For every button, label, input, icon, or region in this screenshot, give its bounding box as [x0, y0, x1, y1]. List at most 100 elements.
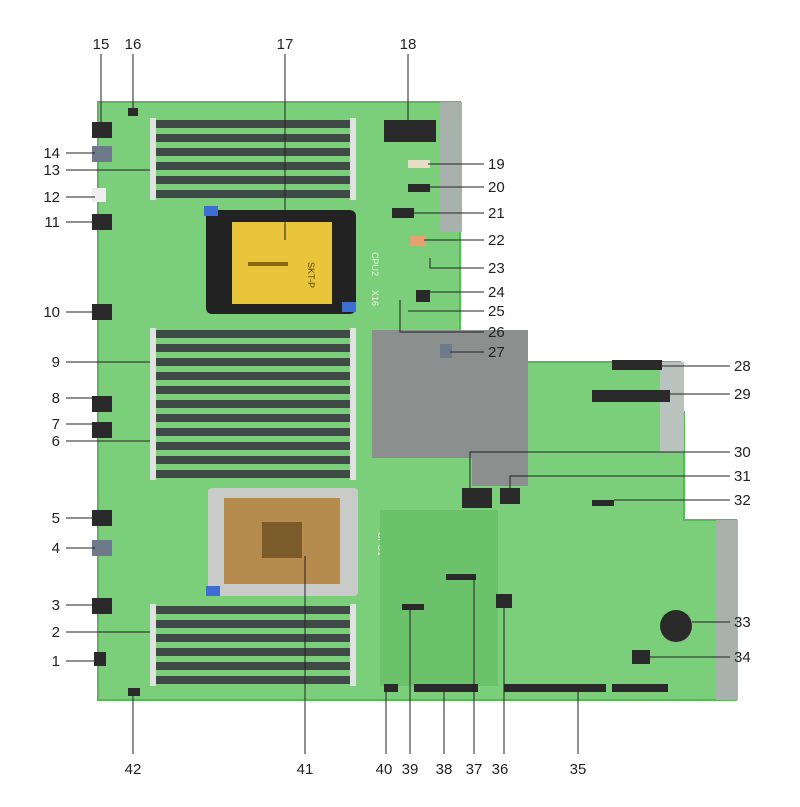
callout-10: 10 [43, 304, 60, 321]
dimm-slot [152, 120, 354, 128]
dimm-slot [152, 400, 354, 408]
dimm-slot [152, 190, 354, 198]
dimm-slot [152, 648, 354, 656]
connector-37 [446, 574, 476, 580]
dimm-slot [152, 456, 354, 464]
callout-12: 12 [43, 189, 60, 206]
dimm-slot [152, 470, 354, 478]
dimm-slot [152, 620, 354, 628]
pcie-slot-35b [612, 684, 668, 692]
board-right-flange [660, 362, 684, 452]
connector-19 [408, 160, 430, 168]
dimm-slot [152, 358, 354, 366]
leader-30 [469, 451, 730, 488]
dimm-latch-strip [150, 328, 156, 480]
dimm-slot [152, 662, 354, 670]
dimm-slot [152, 676, 354, 684]
dimm-slot [152, 442, 354, 450]
pcie-riser-area [380, 510, 498, 686]
callout-32: 32 [734, 492, 751, 509]
dimm-slot [152, 176, 354, 184]
connector-32 [592, 500, 614, 506]
dimm-slot [152, 386, 354, 394]
callout-6: 6 [52, 433, 60, 450]
connector-16 [128, 108, 138, 116]
callout-35: 35 [570, 761, 587, 778]
fan-connector-11 [92, 214, 112, 230]
dimm-slot [152, 148, 354, 156]
connector-34 [632, 650, 650, 664]
cpu1-socket [206, 488, 358, 596]
dimm-latch-strip [350, 604, 356, 686]
pcie-slot-38 [414, 684, 478, 692]
dimm-bank-cpu2-upper [150, 118, 356, 200]
callout-27: 27 [488, 344, 505, 361]
connector-42 [128, 688, 140, 696]
fan-connector-7 [92, 422, 112, 438]
rear-io-bracket [716, 520, 738, 700]
fan-connector-5 [92, 510, 112, 526]
fan-connector-3 [92, 598, 112, 614]
coin-battery-33 [660, 610, 692, 642]
connector-30 [462, 488, 492, 508]
connector-28 [612, 360, 662, 370]
cpu1-blue-tab [206, 586, 220, 596]
callout-16: 16 [125, 36, 142, 53]
callout-39: 39 [402, 761, 419, 778]
x16-silkscreen: X16 [370, 290, 380, 306]
callout-24: 24 [488, 284, 505, 301]
callout-38: 38 [436, 761, 453, 778]
dimm-slot [152, 344, 354, 352]
pcie-slot-35a [504, 684, 606, 692]
connector-36 [496, 594, 512, 608]
callout-29: 29 [734, 386, 751, 403]
dimm-latch-strip [150, 604, 156, 686]
callout-36: 36 [492, 761, 509, 778]
callout-19: 19 [488, 156, 505, 173]
callout-18: 18 [400, 36, 417, 53]
callout-4: 4 [52, 540, 60, 557]
callout-1: 1 [52, 653, 60, 670]
dimm-slot [152, 606, 354, 614]
callout-41: 41 [297, 761, 314, 778]
connector-39 [402, 604, 424, 610]
connector-24 [416, 290, 430, 302]
callout-37: 37 [466, 761, 483, 778]
callout-17: 17 [277, 36, 294, 53]
fan-connector-8 [92, 396, 112, 412]
dimm-latch-strip [350, 328, 356, 480]
callout-5: 5 [52, 510, 60, 527]
callout-40: 40 [376, 761, 393, 778]
connector-14 [92, 146, 112, 162]
dimm-slot [152, 162, 354, 170]
callout-20: 20 [488, 179, 505, 196]
callout-25: 25 [488, 303, 505, 320]
connector-20 [408, 184, 430, 192]
cpu2-silkscreen: CPU2 [370, 252, 380, 276]
fan-connector-15 [92, 122, 112, 138]
connector-40 [384, 684, 398, 692]
dimm-slot [152, 134, 354, 142]
dimm-slot [152, 330, 354, 338]
connector-27 [440, 344, 452, 358]
upper-rear-bracket [440, 102, 462, 232]
dimm-bank-cpu2-lower [150, 328, 356, 480]
callout-23: 23 [488, 260, 505, 277]
leader-23 [429, 258, 484, 269]
callout-31: 31 [734, 468, 751, 485]
callout-15: 15 [93, 36, 110, 53]
cpu2-socket: SKT-P [204, 206, 356, 314]
connector-18 [384, 120, 436, 142]
connector-12 [92, 188, 106, 202]
leader-26 [399, 300, 484, 333]
callout-28: 28 [734, 358, 751, 375]
leader-lines [66, 54, 730, 754]
heatsink-block [372, 330, 528, 486]
connector-31 [500, 488, 520, 504]
callout-30: 30 [734, 444, 751, 461]
callout-9: 9 [52, 354, 60, 371]
callout-42: 42 [125, 761, 142, 778]
dimm-slot [152, 428, 354, 436]
fan-connector-1 [94, 652, 106, 666]
